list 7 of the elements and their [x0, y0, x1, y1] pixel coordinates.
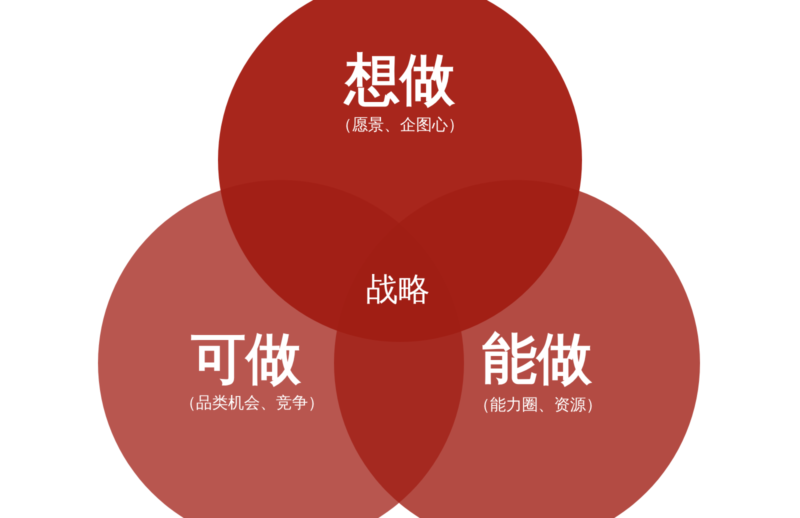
circle-title: 可做 [191, 330, 301, 386]
overlap-label: 战略 [366, 273, 430, 305]
circle-title: 能做 [482, 330, 592, 386]
circle-subtitle: （品类机会、竞争） [180, 395, 324, 411]
circle-subtitle: （能力圈、资源） [474, 397, 602, 413]
circle-title: 想做 [345, 52, 455, 106]
circle-subtitle: （愿景、企图心） [336, 117, 464, 133]
